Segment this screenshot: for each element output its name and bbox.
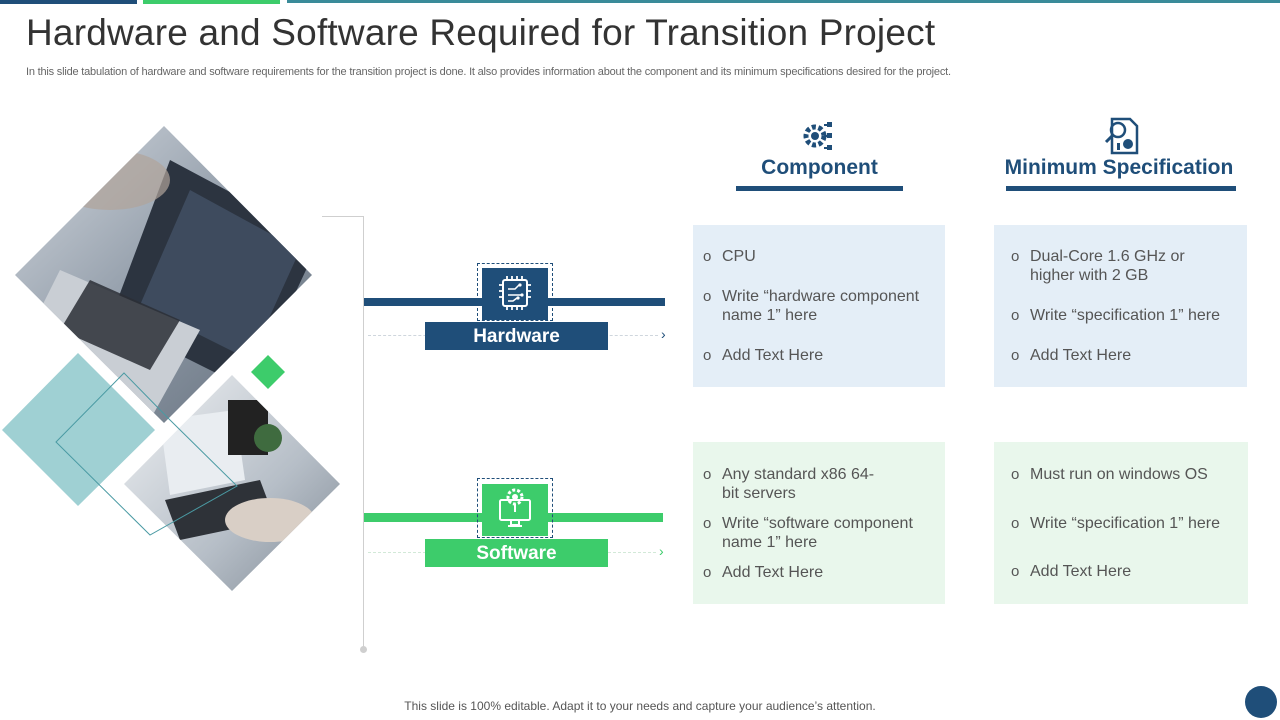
hardware-icon-tile [482,268,548,320]
list-item: Write “specification 1” here [1011,306,1237,325]
software-spec-card: Must run on windows OS Write “specificat… [994,442,1248,604]
top-accent-bar-green [143,0,280,4]
top-accent-bar-teal [287,0,1280,3]
cpu-chip-icon [499,276,531,310]
software-label: Software [476,543,557,564]
list-item: Dual-Core 1.6 GHz or higher with 2 GB [1011,247,1237,285]
teal-diamond [2,353,155,506]
list-item: Add Text Here [703,346,935,365]
hardware-label-box [425,322,608,350]
footer-note: This slide is 100% editable. Adapt it to… [404,699,876,713]
specification-header-underline [1006,186,1236,191]
list-item: Add Text Here [1011,562,1238,581]
gears-icon [803,122,832,150]
vertical-connector [363,216,364,650]
software-icon-frame [477,478,553,538]
page-title: Hardware and Software Required for Trans… [26,12,936,53]
hardware-icon-frame [477,263,553,321]
list-item: Add Text Here [703,563,935,582]
connector-end-dot [360,646,367,653]
list-item: Write “specification 1” here [1011,514,1238,533]
list-item: Write “hardware component name 1” here [703,287,935,325]
list-item: Add Text Here [1011,346,1237,365]
list-item: Must run on windows OS [1011,465,1238,484]
document-analysis-icon [1104,117,1139,155]
corner-decoration-circle [1245,686,1277,718]
specification-column-header: Minimum Specification [1004,156,1234,179]
green-diamond [251,355,285,389]
page-subtitle: In this slide tabulation of hardware and… [26,66,951,78]
component-column-header: Component [761,156,878,179]
monitor-gear-icon [499,488,531,527]
component-header-underline [736,186,903,191]
hardware-label: Hardware [473,326,560,347]
decorative-photo-collage [2,126,340,591]
outline-diamond [55,372,238,536]
software-chevron-icon: › [659,543,664,559]
top-accent-bar-navy [0,0,137,4]
connector-top-tick [322,216,364,217]
list-item: Any standard x86 64-bit servers [703,465,935,503]
software-label-box [425,539,608,567]
software-component-card: Any standard x86 64-bit servers Write “s… [693,442,945,604]
hardware-component-card: CPU Write “hardware component name 1” he… [693,225,945,387]
hardware-spec-card: Dual-Core 1.6 GHz or higher with 2 GB Wr… [994,225,1247,387]
list-item: Write “software component name 1” here [703,514,935,552]
hardware-chevron-icon: › [661,326,666,342]
list-item: CPU [703,247,935,266]
